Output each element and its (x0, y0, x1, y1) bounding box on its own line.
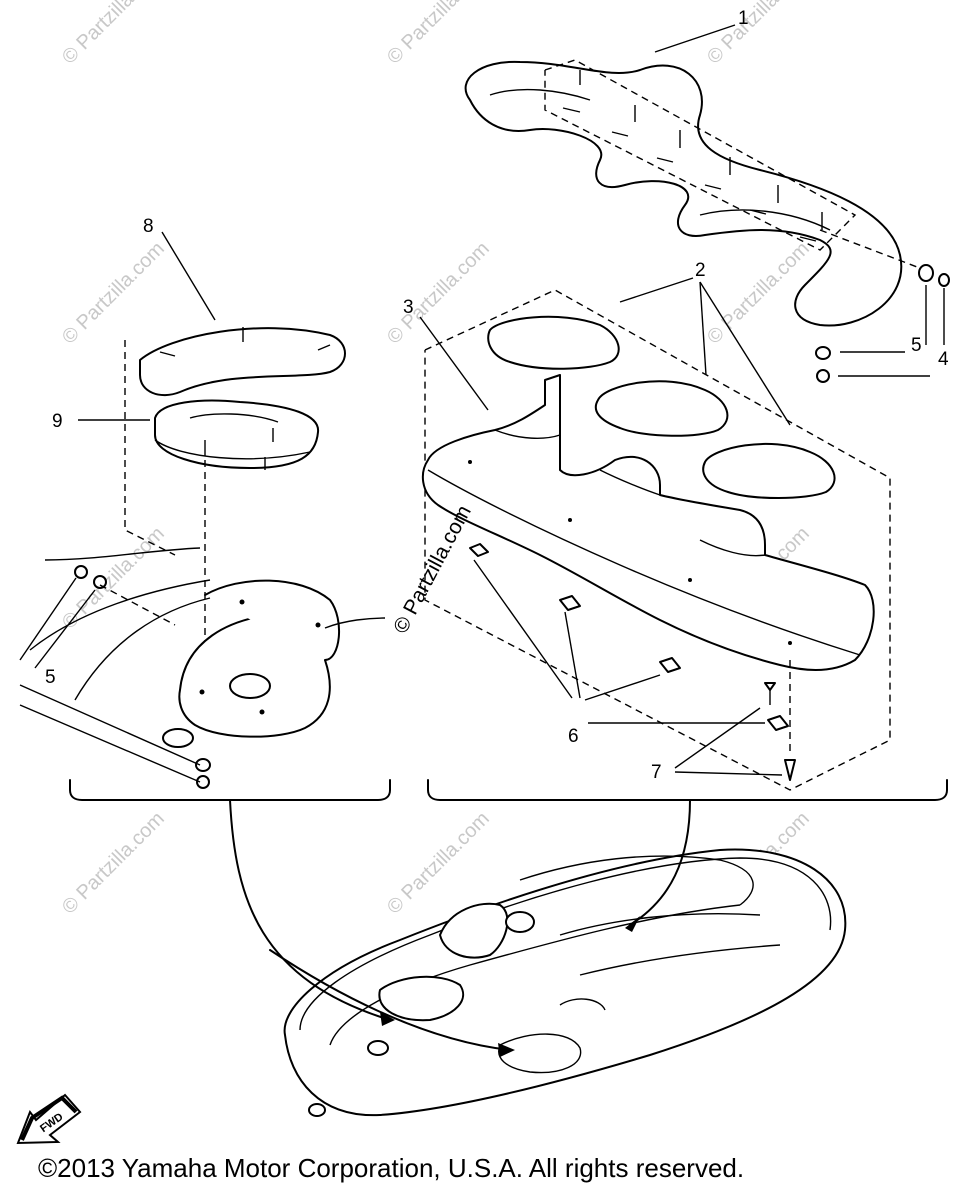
boat-overview (229, 799, 847, 1117)
watermark: © Partzilla.com (58, 0, 169, 69)
callout-5: 5 (911, 335, 922, 356)
front-seat-cushion (124, 327, 346, 690)
callout-8: 8 (143, 216, 154, 237)
watermark: © Partzilla.com (58, 808, 169, 919)
copyright-notice: ©2013 Yamaha Motor Corporation, U.S.A. A… (38, 1153, 745, 1183)
callouts: 1 2 3 4 5 5 6 7 8 9 (45, 8, 949, 783)
callout-6: 6 (568, 726, 579, 747)
callout-4: 4 (938, 349, 949, 370)
watermark: © Partzilla.com (703, 0, 814, 69)
watermark: © Partzilla.com (383, 808, 494, 919)
callout-5-left: 5 (45, 667, 56, 688)
watermark-dark: © Partzilla.com (389, 502, 476, 638)
watermark: © Partzilla.com (383, 0, 494, 69)
callout-9: 9 (52, 411, 63, 432)
callout-7: 7 (651, 762, 662, 783)
backrest-cushion (464, 59, 903, 327)
watermark: © Partzilla.com (703, 238, 814, 349)
front-console (19, 547, 386, 789)
bench-seat (421, 289, 891, 791)
nut-hardware-right (815, 229, 950, 383)
callout-1: 1 (738, 8, 749, 29)
watermark: © Partzilla.com (383, 238, 494, 349)
watermark: © Partzilla.com (58, 238, 169, 349)
fwd-arrow-icon: FWD (16, 1093, 82, 1145)
brackets-and-screws (469, 543, 796, 781)
callout-2: 2 (695, 260, 706, 281)
callout-3: 3 (403, 297, 414, 318)
